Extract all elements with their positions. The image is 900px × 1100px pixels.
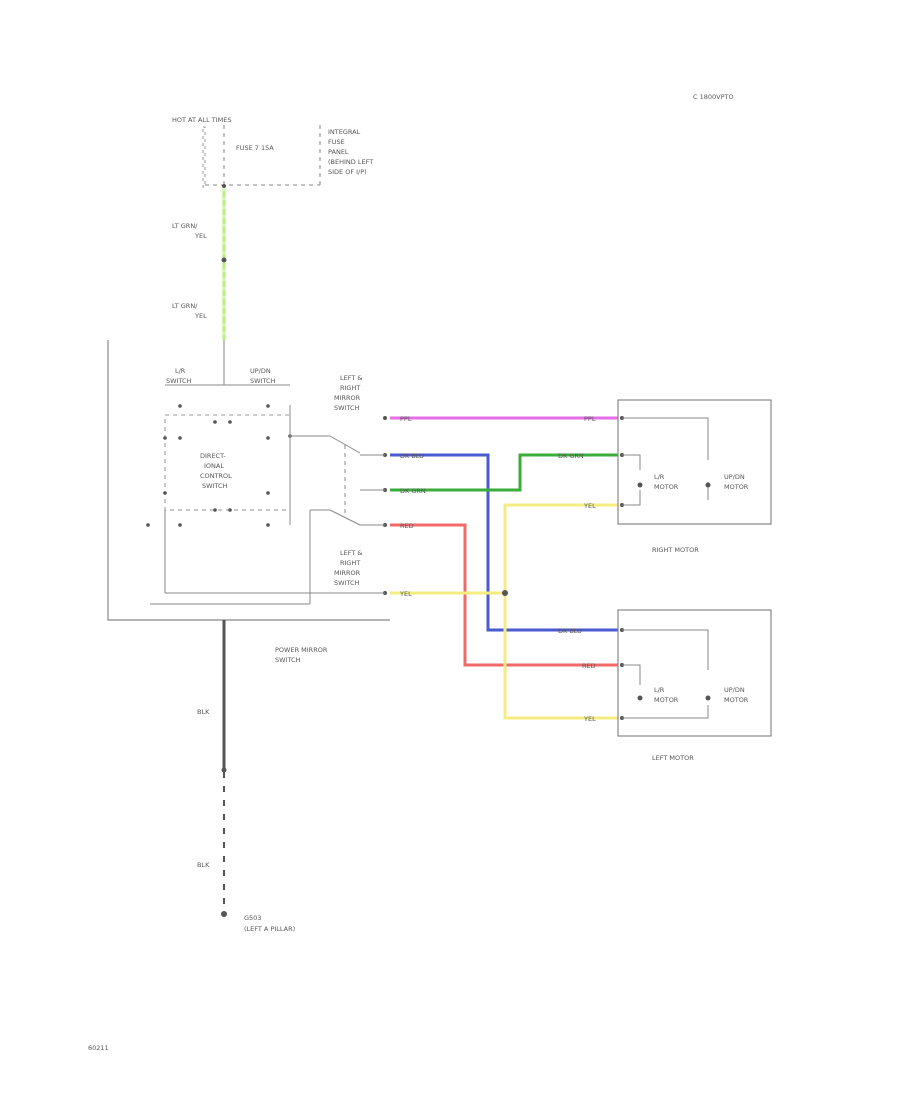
svg-text:L/R: L/R — [654, 686, 665, 694]
lr-mirror-switch-label-bottom: LEFT & RIGHT MIRROR SWITCH — [334, 549, 362, 587]
dk-blu-wire — [390, 453, 618, 632]
power-mirror-switch-box — [107, 340, 390, 621]
svg-text:CONTROL: CONTROL — [200, 472, 232, 480]
dk-grn-label-left: DK GRN — [400, 487, 426, 495]
svg-text:SIDE OF I/P): SIDE OF I/P) — [328, 168, 367, 176]
svg-text:IONAL: IONAL — [204, 462, 224, 470]
svg-text:SWITCH: SWITCH — [166, 377, 192, 385]
svg-text:MIRROR: MIRROR — [334, 394, 361, 402]
dk-blu-label-left: DK BLU — [400, 452, 424, 460]
svg-text:PANEL: PANEL — [328, 148, 349, 156]
svg-text:UP/DN: UP/DN — [724, 473, 745, 481]
power-mirror-switch-label: POWER MIRROR SWITCH — [275, 646, 328, 664]
left-motor-internal-yel — [622, 705, 709, 719]
updn-switch-label: UP/DN SWITCH — [250, 367, 276, 385]
ground-connector-dot — [221, 767, 227, 773]
red-label-left: RED — [400, 522, 414, 530]
svg-text:MOTOR: MOTOR — [724, 696, 749, 704]
yel-splice-dot — [502, 590, 508, 596]
right-motor-internal-yel — [622, 490, 641, 506]
right-motor-internal-ppl — [622, 417, 709, 460]
ppl-label-right: PPL — [584, 415, 596, 423]
connector-dot — [221, 257, 227, 263]
left-motor-internal-red — [622, 664, 641, 685]
red-label-right: RED — [582, 662, 596, 670]
svg-text:(BEHIND LEFT: (BEHIND LEFT — [328, 158, 373, 166]
svg-text:RIGHT: RIGHT — [340, 384, 360, 392]
left-lr-motor-label: L/R MOTOR — [654, 686, 679, 704]
ground-label: G503 (LEFT A PILLAR) — [244, 914, 295, 933]
right-lr-motor-label: L/R MOTOR — [654, 473, 679, 491]
yel-label-bottom: YEL — [583, 715, 596, 723]
svg-text:MOTOR: MOTOR — [724, 483, 749, 491]
dk-blu-label-right: DK BLU — [558, 627, 582, 635]
right-lr-motor-icon — [637, 482, 643, 488]
lr-mirror-switch-label-top: LEFT & RIGHT MIRROR SWITCH — [334, 374, 362, 412]
lt-grn-yel-label-2: LT GRN/ YEL — [172, 302, 207, 320]
svg-text:RIGHT: RIGHT — [340, 559, 360, 567]
left-updn-motor-label: UP/DN MOTOR — [724, 686, 749, 704]
mirror-switch-blade-top — [329, 435, 361, 454]
switch-contacts — [146, 404, 292, 527]
svg-text:(LEFT A PILLAR): (LEFT A PILLAR) — [244, 925, 295, 933]
svg-text:UP/DN: UP/DN — [724, 686, 745, 694]
directional-switch-label: DIRECT- IONAL CONTROL SWITCH — [200, 452, 232, 490]
svg-text:LT GRN/: LT GRN/ — [172, 222, 198, 230]
left-lr-motor-icon — [637, 695, 643, 701]
svg-text:SWITCH: SWITCH — [275, 656, 301, 664]
svg-text:MIRROR: MIRROR — [334, 569, 361, 577]
yel-label-right: YEL — [583, 502, 596, 510]
page-id: 60211 — [88, 1044, 109, 1052]
svg-text:L/R: L/R — [654, 473, 665, 481]
svg-text:DIRECT-: DIRECT- — [200, 452, 226, 460]
fuse-output-dot — [222, 184, 226, 188]
svg-text:SWITCH: SWITCH — [202, 482, 228, 490]
svg-text:MOTOR: MOTOR — [654, 696, 679, 704]
svg-text:LEFT &: LEFT & — [340, 549, 362, 557]
svg-text:L/R: L/R — [175, 367, 186, 375]
mirror-switch-terminal-ppl — [383, 416, 387, 420]
right-motor-box — [617, 399, 772, 525]
dk-grn-wire — [390, 453, 618, 492]
dk-grn-label-right: DK GRN — [558, 452, 584, 460]
directional-control-switch — [164, 414, 291, 511]
svg-text:SWITCH: SWITCH — [334, 579, 360, 587]
diagram-code: C 1800VPTO — [693, 93, 734, 101]
yel-wire-branch — [503, 503, 618, 720]
lt-grn-yel-label-1: LT GRN/ YEL — [172, 222, 207, 240]
svg-text:POWER MIRROR: POWER MIRROR — [275, 646, 328, 654]
svg-text:SWITCH: SWITCH — [334, 404, 360, 412]
blk-label-2: BLK — [197, 861, 210, 869]
left-motor-label: LEFT MOTOR — [652, 754, 694, 762]
red-wire — [390, 523, 618, 667]
svg-text:INTEGRAL: INTEGRAL — [328, 128, 361, 136]
svg-text:YEL: YEL — [194, 232, 207, 240]
blk-label-1: BLK — [197, 708, 210, 716]
right-updn-motor-icon — [705, 482, 711, 488]
svg-text:FUSE: FUSE — [328, 138, 345, 146]
svg-text:YEL: YEL — [194, 312, 207, 320]
ground-point-icon — [221, 911, 227, 917]
fuse-panel-label: INTEGRAL FUSE PANEL (BEHIND LEFT SIDE OF… — [328, 128, 373, 176]
lr-switch-label: L/R SWITCH — [166, 367, 192, 385]
svg-text:G503: G503 — [244, 914, 261, 922]
svg-text:UP/DN: UP/DN — [250, 367, 271, 375]
left-updn-motor-icon — [705, 695, 711, 701]
left-motor-box — [617, 609, 772, 737]
right-updn-motor-label: UP/DN MOTOR — [724, 473, 749, 491]
ppl-label-left: PPL — [400, 415, 412, 423]
svg-text:LEFT &: LEFT & — [340, 374, 362, 382]
hot-at-all-times-label: HOT AT ALL TIMES — [172, 116, 232, 124]
svg-text:LT GRN/: LT GRN/ — [172, 302, 198, 310]
fuse-label: FUSE 7 15A — [236, 144, 274, 152]
svg-text:SWITCH: SWITCH — [250, 377, 276, 385]
right-motor-label: RIGHT MOTOR — [652, 546, 699, 554]
right-motor-internal-grn — [622, 454, 641, 470]
left-motor-internal-blu — [622, 629, 709, 670]
svg-text:MOTOR: MOTOR — [654, 483, 679, 491]
yel-label-left: YEL — [399, 590, 412, 598]
fuse-panel-left-border — [202, 126, 206, 188]
